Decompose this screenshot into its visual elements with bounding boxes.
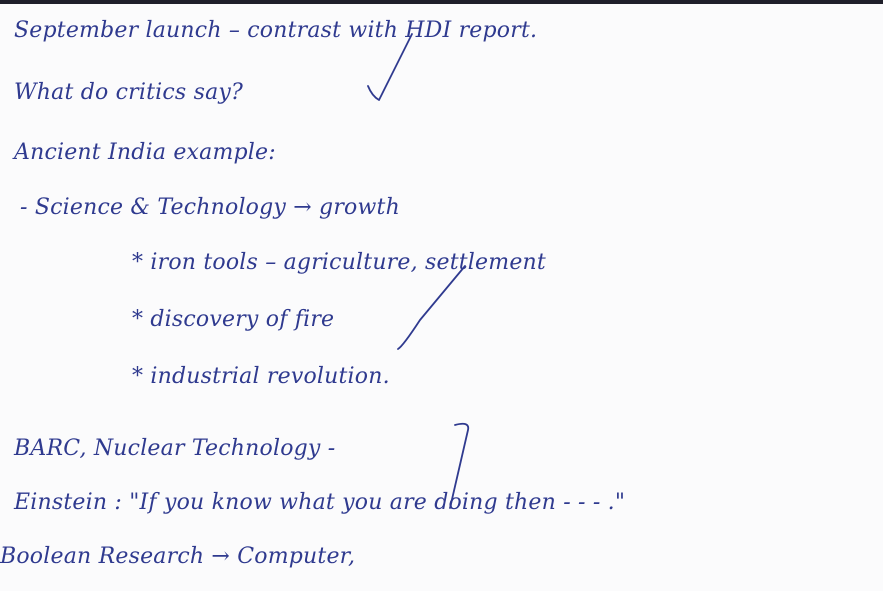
note-line-5: * iron tools – agriculture, settlement <box>132 250 546 275</box>
tick-mark-1 <box>367 33 413 101</box>
note-line-8: BARC, Nuclear Technology - <box>14 436 336 461</box>
note-line-9: Einstein : "If you know what you are doi… <box>14 490 626 515</box>
note-line-6: * discovery of fire <box>132 307 335 332</box>
note-line-7: * industrial revolution. <box>132 364 390 389</box>
note-line-3: Ancient India example: <box>14 140 276 165</box>
note-line-1: September launch – contrast with HDI rep… <box>14 18 538 43</box>
note-line-4: - Science & Technology → growth <box>20 195 400 220</box>
note-line-2: What do critics say? <box>14 80 244 105</box>
note-line-10: Boolean Research → Computer, <box>0 544 356 569</box>
tick-mark-2 <box>397 265 466 350</box>
top-border <box>0 0 883 4</box>
